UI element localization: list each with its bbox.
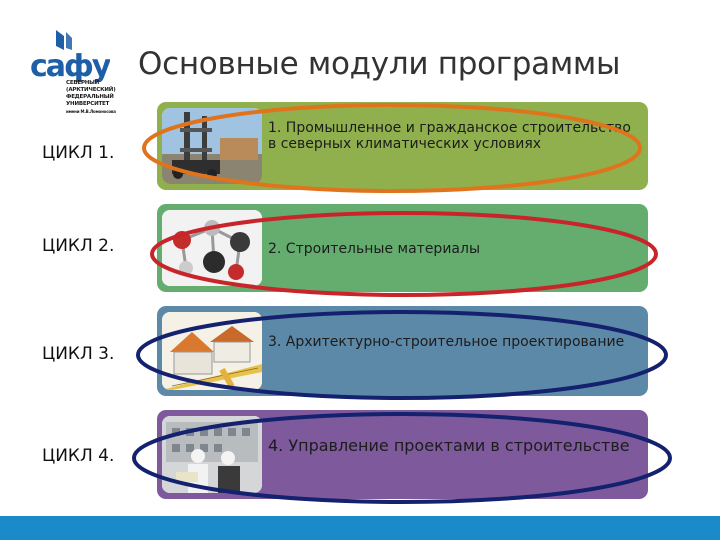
module-text-3: 3. Архитектурно-строительное проектирова… [268,334,625,350]
logo-line: СЕВЕРНЫЙ [66,80,100,86]
logo-line: УНИВЕРСИТЕТ [66,101,110,107]
module-text-2: 2. Строительные материалы [268,241,481,257]
highlight-ring-4 [132,412,672,504]
bottom-bar [0,516,720,540]
cycle-label-2: ЦИКЛ 2. [42,236,115,256]
cycle-label-4: ЦИКЛ 4. [42,446,115,466]
highlight-ring-2 [150,211,658,297]
page-title: Основные модули программы [138,46,621,82]
highlight-ring-3 [136,310,668,400]
highlight-ring-1 [142,103,642,193]
logo-line: ФЕДЕРАЛЬНЫЙ [66,94,114,100]
cycle-label-3: ЦИКЛ 3. [42,344,115,364]
logo-line: имени М.В.Ломоносова [66,109,116,114]
cycle-label-1: ЦИКЛ 1. [42,143,115,163]
module-text-4: 4. Управление проектами в строительстве [268,436,630,455]
logo-text: СЕВЕРНЫЙ (АРКТИЧЕСКИЙ) ФЕДЕРАЛЬНЫЙ УНИВЕ… [66,80,116,115]
logo-wordmark: caфу [30,49,110,82]
university-logo: caфу СЕВЕРНЫЙ (АРКТИЧЕСКИЙ) ФЕДЕРАЛЬНЫЙ … [28,30,116,138]
logo-emblem: caфу [30,30,110,82]
logo-line: (АРКТИЧЕСКИЙ) [66,87,116,93]
module-text-1: 1. Промышленное и гражданское строительс… [268,120,631,152]
